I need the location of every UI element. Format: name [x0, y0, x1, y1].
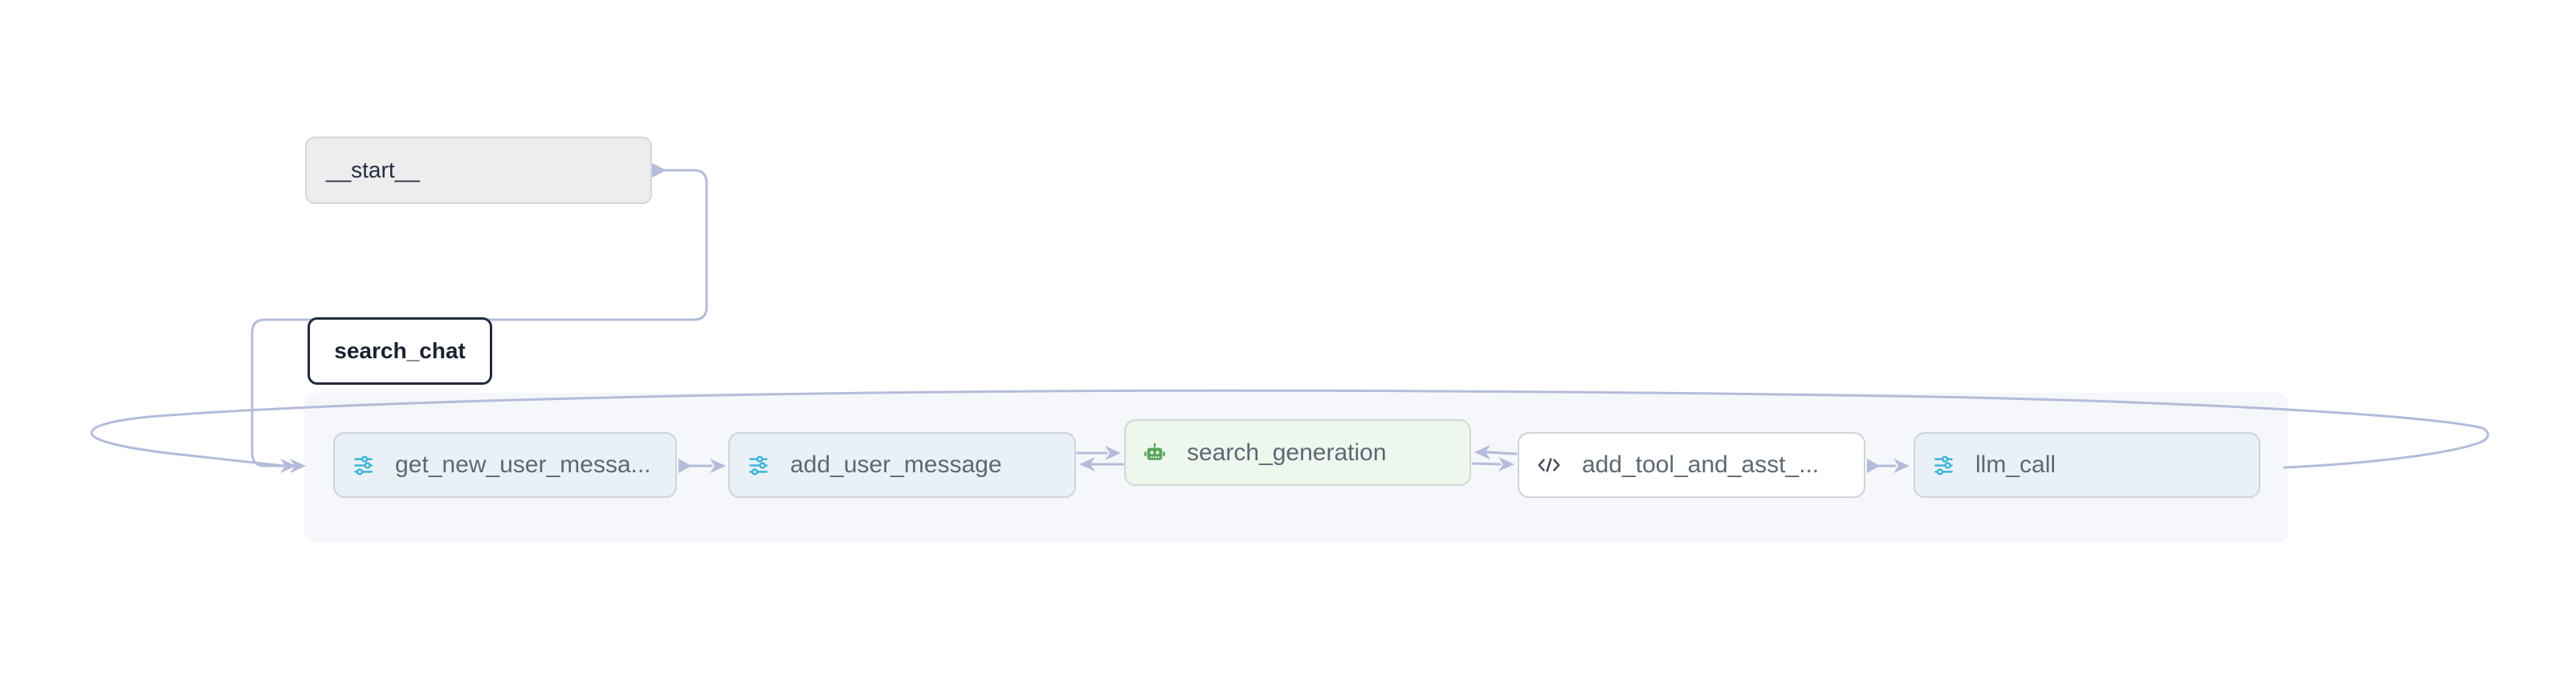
edge-arrowheads	[280, 163, 1910, 473]
edge-llm-loop-back	[90, 389, 2489, 469]
arrowhead-searchgen-in	[1105, 446, 1121, 460]
arrowhead-llmcall	[1893, 459, 1910, 473]
node-llm-call[interactable]: llm_call	[1914, 432, 2260, 498]
robot-icon	[1143, 442, 1166, 464]
sliders-icon	[353, 455, 374, 476]
source-handle-addtool	[1867, 459, 1880, 473]
arrowhead-searchgen-return	[1474, 445, 1490, 459]
edge-searchgen-to-addtool	[1471, 462, 1502, 466]
node-get-new-user-message[interactable]: get_new_user_messa...	[333, 432, 677, 498]
edge-addtool-to-searchgen	[1486, 451, 1518, 455]
source-handle-getnew	[679, 459, 691, 473]
node-search-generation-label: search_generation	[1187, 439, 1387, 466]
node-search-chat[interactable]: search_chat	[308, 317, 492, 385]
arrowhead-adduser	[710, 459, 726, 473]
code-icon	[1537, 455, 1561, 476]
node-add-tool-and-asst[interactable]: add_tool_and_asst_...	[1518, 432, 1865, 498]
sliders-icon	[748, 455, 769, 476]
arrowhead-adduser-return	[1079, 457, 1095, 472]
node-add-user-message-label: add_user_message	[790, 451, 1002, 478]
node-add-tool-and-asst-label: add_tool_and_asst_...	[1582, 451, 1820, 478]
arrowhead-subgraph-entry-1	[280, 459, 296, 473]
arrowhead-addtool-in	[1498, 457, 1514, 472]
node-get-new-user-message-label: get_new_user_messa...	[395, 451, 651, 478]
node-start[interactable]: __start__	[305, 137, 652, 204]
sliders-icon	[1933, 455, 1954, 476]
node-search-chat-label: search_chat	[334, 338, 466, 363]
source-handle-start	[652, 163, 666, 178]
node-start-label: __start__	[326, 157, 420, 182]
node-llm-call-label: llm_call	[1975, 451, 2056, 478]
node-add-user-message[interactable]: add_user_message	[728, 432, 1076, 498]
arrowhead-subgraph-entry-2	[290, 459, 306, 473]
node-search-generation[interactable]: search_generation	[1124, 419, 1471, 486]
